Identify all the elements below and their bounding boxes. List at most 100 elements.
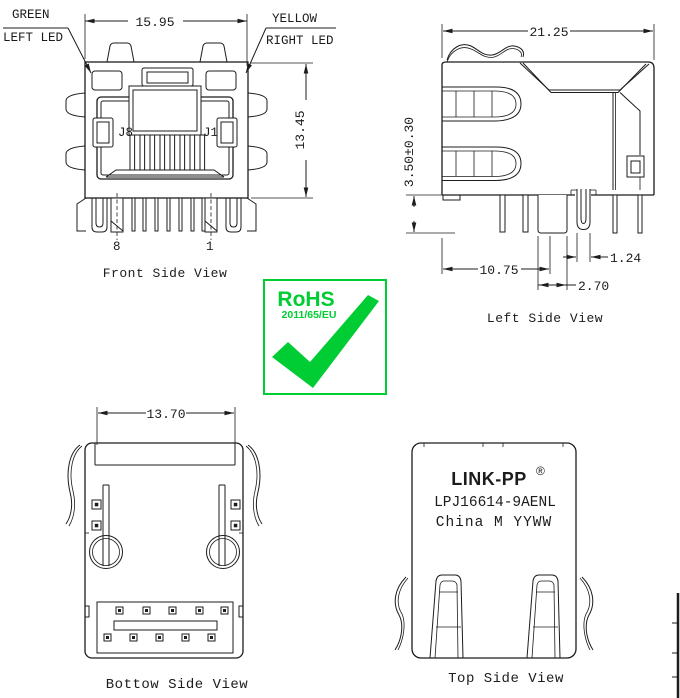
side-spring-left-inner [397, 577, 409, 651]
hairpin-pin-inner [580, 189, 587, 225]
side-spring-right [247, 444, 263, 525]
front-top-bump-right [199, 42, 228, 63]
standoff-post [537, 195, 568, 234]
edge-notch-right [238, 605, 244, 618]
caption-front-view: Front Side View [103, 266, 228, 281]
latch-post-circle-right-inner [209, 538, 237, 566]
rohs-logo: RoHS 2011/65/EU [263, 279, 387, 395]
left-view-body [441, 61, 655, 195]
rear-pin-slot [626, 155, 645, 178]
jack-wing-right [216, 117, 238, 148]
jack-label-j1: J1 [203, 126, 218, 140]
side-spring-left [394, 576, 407, 651]
front-side-view: GREEN LEFT LED YELLOW RIGHT LED 15.95 13… [3, 8, 336, 281]
flange-step [442, 194, 461, 201]
shield-fold-outer [519, 62, 650, 91]
shield-fold-inner [522, 62, 647, 93]
side-spring-left-inner [68, 445, 83, 527]
latch-post-circle-left-inner [92, 538, 120, 566]
dim-frontwidth-value: 13.70 [146, 407, 185, 422]
side-spring-right-inner [245, 445, 260, 527]
right-led-name-label: RIGHT LED [266, 34, 334, 48]
jack-wing-right-inner [220, 121, 234, 144]
through-pin-d [637, 194, 643, 234]
through-pin-a [499, 194, 506, 233]
terminal-slot [113, 620, 218, 631]
dim-standoff-value: 3.50±0.30 [402, 117, 417, 187]
side-pads [91, 499, 241, 531]
hairpin-shoulder [570, 189, 597, 195]
dim-post-value: 2.70 [578, 279, 609, 294]
emi-ear-left-top [65, 92, 86, 118]
caption-bottom-view: Bottow Side View [106, 677, 249, 693]
latch-tower-right [526, 574, 561, 659]
left-led-color-label: GREEN [12, 8, 50, 22]
pin-number-1: 1 [206, 240, 214, 254]
through-pin-c [612, 194, 618, 234]
led-window-left [91, 70, 123, 91]
hairpin-pin [576, 189, 591, 231]
dim-height-value: 13.45 [293, 110, 308, 149]
caption-left-view: Left Side View [487, 311, 603, 326]
left-led-leader-arrow [67, 27, 92, 74]
right-led-leader-arrow [245, 27, 267, 74]
latch-finger-upper [442, 86, 522, 122]
frame-tick-marks [672, 622, 679, 678]
left-side-view: 21.25 [402, 24, 655, 326]
latch-post-circle-left [89, 535, 123, 569]
part-number-label: LPJ16614-9AENL [434, 495, 556, 511]
latch-rail-right [218, 484, 226, 566]
emi-ear-right-bottom [247, 145, 268, 171]
jack-label-j8: J8 [118, 126, 133, 140]
side-spring-right [581, 576, 594, 651]
right-led-color-label: YELLOW [272, 12, 318, 26]
through-pin-b [522, 194, 529, 233]
jack-latch-block-inner [132, 89, 198, 132]
registered-trademark-symbol: ® [536, 464, 545, 478]
rohs-border [263, 279, 387, 395]
terminal-block [96, 601, 234, 654]
top-spring-wire-inner [446, 47, 522, 63]
edge-notch-left [84, 605, 90, 618]
dim-width-value: 15.95 [135, 15, 174, 30]
left-led-name-label: LEFT LED [3, 31, 63, 45]
side-spring-left [65, 444, 81, 525]
jack-wing-left [92, 117, 114, 148]
contact-comb [129, 134, 206, 171]
jack-latch-block [128, 85, 202, 136]
jack-wing-left-inner [96, 121, 110, 144]
side-spring-right-inner [579, 577, 591, 651]
bottom-side-view: 13.70 [65, 407, 263, 693]
top-side-view: LINK-PP ® LPJ16614-9AENL China M YYWW To… [394, 442, 594, 687]
dim-depth-value: 21.25 [529, 25, 568, 40]
rear-face-edge [619, 92, 641, 155]
drawing-frame [672, 593, 680, 698]
brand-label: LINK-PP [451, 469, 527, 489]
terminal-pads-top-row [115, 606, 229, 615]
jack-sill [105, 169, 225, 178]
front-pins [76, 193, 257, 240]
front-top-bump-left [106, 42, 135, 63]
dim-pinwidth-value: 1.24 [610, 251, 641, 266]
led-window-right [205, 70, 237, 91]
rear-pin-slot-inner [630, 160, 641, 174]
bottom-view-body [84, 442, 244, 659]
rohs-directive: 2011/65/EU [282, 309, 337, 321]
rohs-title: RoHS [277, 288, 334, 311]
origin-code-label: China M YYWW [436, 515, 552, 531]
pin-number-8: 8 [113, 240, 121, 254]
latch-post-circle-right [206, 535, 240, 569]
emi-ear-left-bottom [65, 145, 86, 171]
caption-top-view: Top Side View [448, 671, 564, 687]
latch-rail-left [102, 484, 110, 566]
dim-pinrow-value: 10.75 [479, 263, 518, 278]
emi-ear-right-top [247, 92, 268, 118]
latch-tower-left [429, 574, 464, 659]
top-view-body [411, 442, 577, 659]
body-mold-ticks [423, 443, 564, 447]
top-spring-wire [446, 44, 524, 61]
latch-finger-lower [442, 146, 522, 181]
rohs-checkmark-icon [272, 295, 379, 388]
